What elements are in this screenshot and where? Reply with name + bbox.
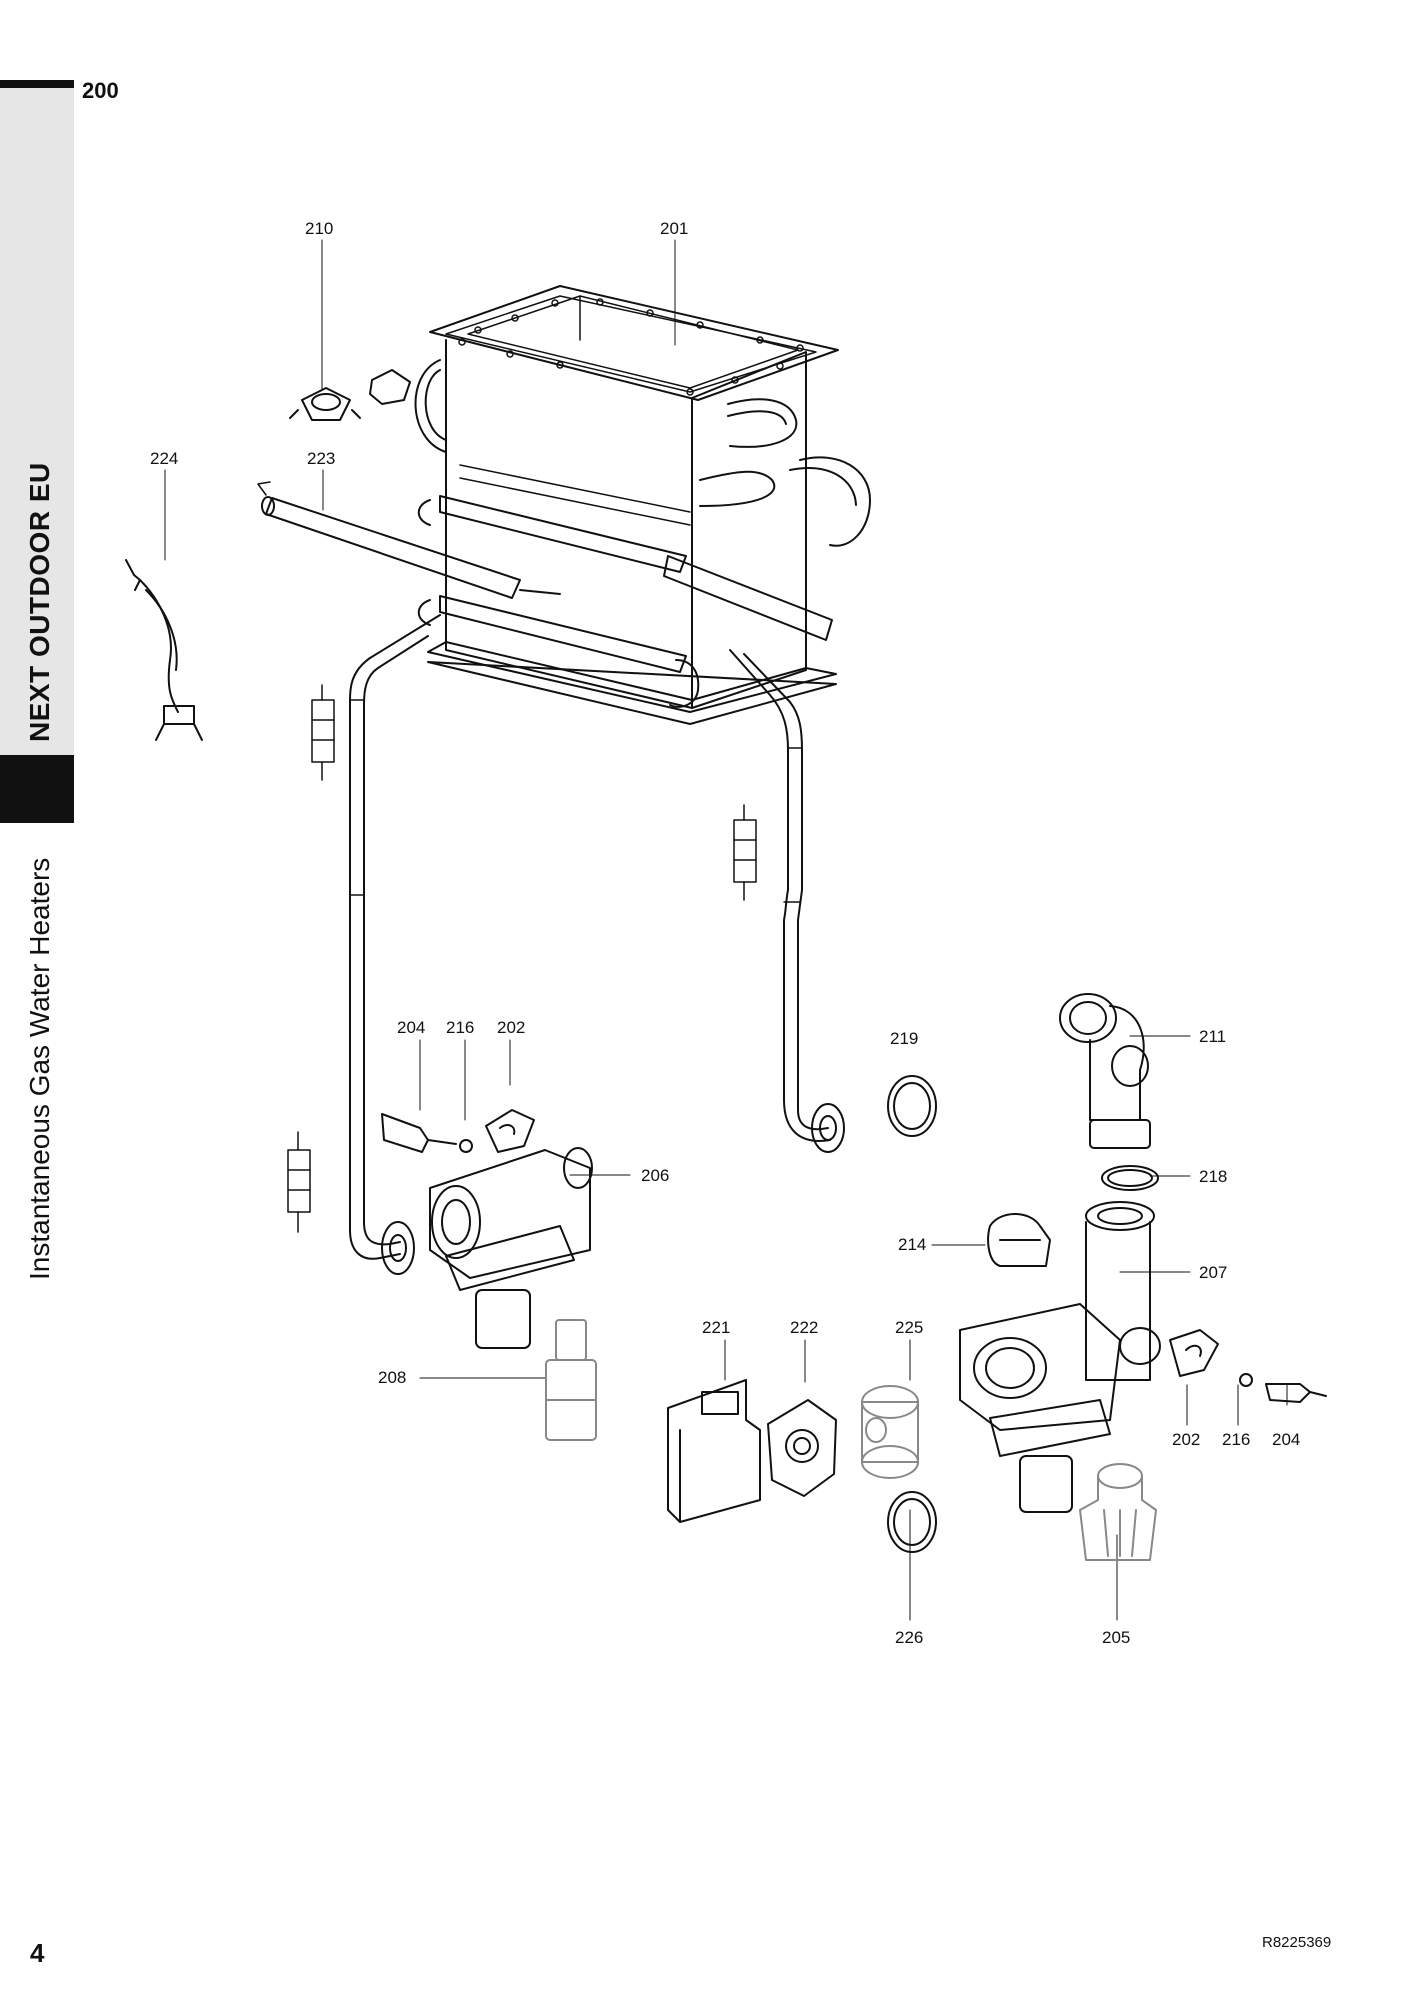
callout-202-right: 202 <box>1172 1430 1201 1449</box>
callout-208: 208 <box>378 1368 407 1387</box>
flow-sensor-housing <box>667 1379 761 1523</box>
callout-207: 207 <box>1199 1263 1228 1282</box>
leader-lines <box>164 239 1288 1621</box>
document-code: R8225369 <box>1262 1934 1332 1951</box>
gear-plate <box>767 1399 837 1497</box>
callout-218: 218 <box>1199 1167 1228 1186</box>
oring-226 <box>887 1491 937 1553</box>
callout-216-left: 216 <box>446 1018 475 1037</box>
callout-219: 219 <box>890 1029 919 1048</box>
callout-210: 210 <box>305 219 334 238</box>
callout-216-right: 216 <box>1222 1430 1251 1449</box>
callout-206: 206 <box>641 1166 670 1185</box>
callout-226: 226 <box>895 1628 924 1647</box>
inlet-filter <box>1079 1463 1157 1561</box>
side-tab-marker <box>0 755 74 823</box>
callout-225: 225 <box>895 1318 924 1337</box>
side-tab-background <box>0 88 74 755</box>
callout-223: 223 <box>307 449 336 468</box>
temperature-sensor-wire <box>125 559 203 741</box>
callout-222: 222 <box>790 1318 819 1337</box>
section-number: 200 <box>82 78 119 103</box>
ignition-electrode <box>257 481 561 599</box>
left-valve-fittings <box>381 1109 535 1153</box>
callout-204-left: 204 <box>397 1018 426 1037</box>
right-valve-fittings <box>1169 1329 1327 1403</box>
callout-214: 214 <box>898 1235 927 1254</box>
page-number: 4 <box>30 1938 45 1968</box>
left-valve-body <box>429 1147 593 1349</box>
callout-205: 205 <box>1102 1628 1131 1647</box>
callout-224: 224 <box>150 449 179 468</box>
turbine-insert <box>861 1385 919 1479</box>
seal-218 <box>1101 1165 1159 1191</box>
callout-221: 221 <box>702 1318 731 1337</box>
filter-cartridge <box>545 1319 597 1441</box>
heat-exchanger <box>414 285 871 725</box>
retaining-clip <box>987 1213 1051 1267</box>
connecting-pipes <box>349 614 845 1275</box>
oring-219 <box>887 1075 937 1137</box>
callout-202-left: 202 <box>497 1018 526 1037</box>
elbow-fitting <box>1059 993 1151 1149</box>
header-rule <box>0 80 74 89</box>
callout-201: 201 <box>660 219 689 238</box>
callout-204-right: 204 <box>1272 1430 1301 1449</box>
pipe-clips <box>287 684 757 1233</box>
right-valve-body <box>959 1201 1161 1513</box>
overheat-thermostat <box>289 369 411 421</box>
callout-211: 211 <box>1199 1027 1227 1046</box>
